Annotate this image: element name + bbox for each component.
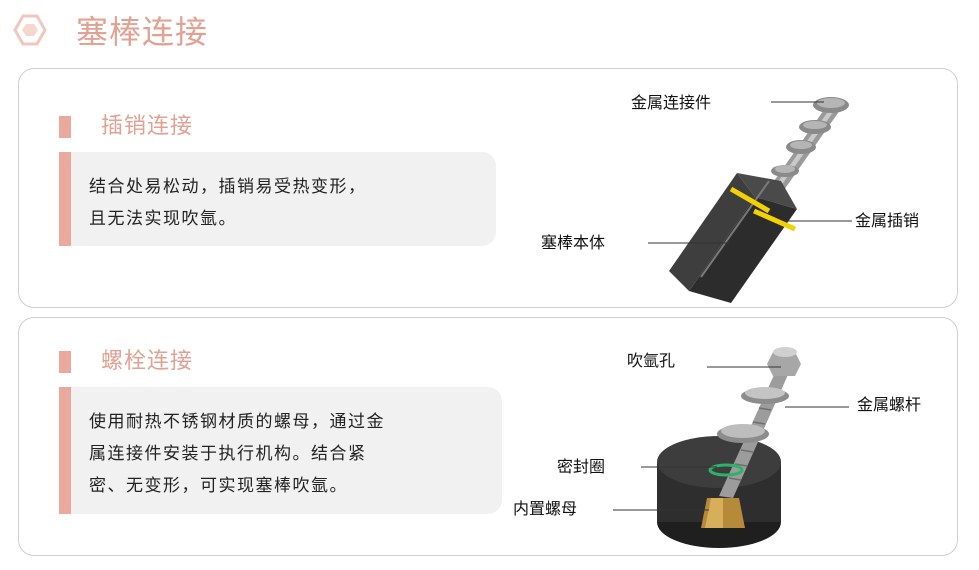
callout-metal-bolt: 金属螺杆 [857,395,922,414]
description-box: 使用耐热不锈钢材质的螺母，通过金 属连接件安装于执行机构。结合紧 密、无变形，可… [59,387,502,514]
callout-metal-connector: 金属连接件 [631,93,712,112]
section-marker [59,116,71,138]
section-marker [59,351,71,373]
description-line: 属连接件安装于执行机构。结合紧 [89,444,367,464]
page-header: 塞棒连接 [0,0,979,66]
hexagon-logo-icon [13,14,47,46]
page-title: 塞棒连接 [76,13,209,51]
description-line: 且无法实现吹氩。 [89,209,237,229]
section-title: 插销连接 [101,114,194,139]
description-box: 结合处易松动，插销易受热变形， 且无法实现吹氩。 [59,152,496,246]
description-line: 密、无变形，可实现塞棒吹氩。 [89,476,348,496]
description-line: 使用耐热不锈钢材质的螺母，通过金 [89,412,385,432]
callout-stopper-body: 塞棒本体 [541,233,606,252]
bolt-connection-card: 螺栓连接 使用耐热不锈钢材质的螺母，通过金 属连接件安装于执行机构。结合紧 密、… [18,317,958,556]
pin-connection-illustration [648,97,852,303]
callout-argon-hole: 吹氩孔 [627,351,676,370]
pin-connection-card: 插销连接 结合处易松动，插销易受热变形， 且无法实现吹氩。 [18,68,958,308]
description-accent [59,387,71,514]
callout-seal-ring: 密封圈 [557,457,606,476]
section-title: 螺栓连接 [101,349,194,374]
callout-metal-pin: 金属插销 [855,211,920,230]
description-accent [59,152,71,246]
callout-inner-nut: 内置螺母 [513,499,578,518]
description-line: 结合处易松动，插销易受热变形， [89,177,367,197]
bolt-connection-illustration [613,347,849,548]
